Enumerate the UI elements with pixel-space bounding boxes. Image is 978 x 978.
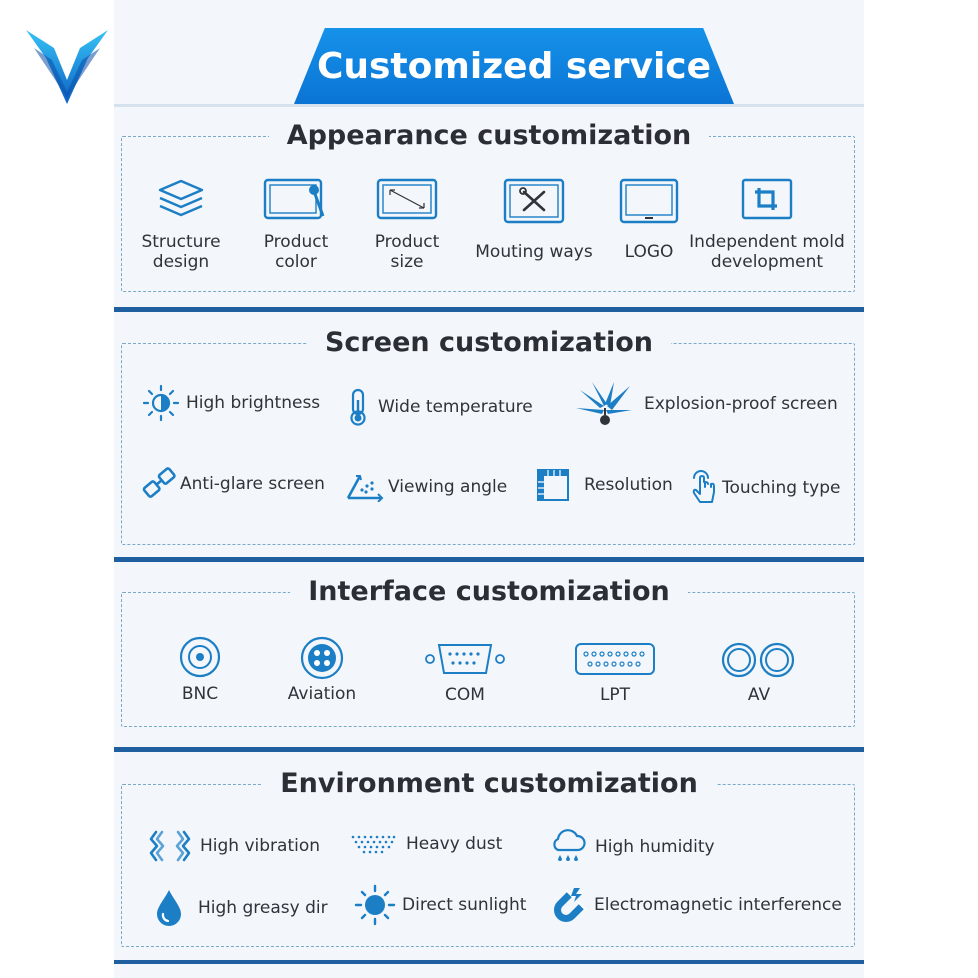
- bnc-connector-icon: [179, 636, 221, 678]
- section-divider-3: [114, 747, 864, 752]
- banner-underline: [114, 104, 864, 107]
- screen-item-viewing: Viewing angle: [344, 472, 507, 502]
- section-divider-1: [114, 307, 864, 312]
- banner-title: Customized service: [294, 28, 734, 104]
- sun-icon: [142, 384, 180, 422]
- rain-cloud-icon: [553, 829, 586, 861]
- screen-item-antiglare: Anti-glare screen: [142, 466, 325, 502]
- section-divider-2: [114, 557, 864, 562]
- interface-item-bnc: BNC: [170, 636, 230, 704]
- screen-panel: [121, 343, 855, 545]
- magnet-icon: [554, 888, 587, 922]
- explosion-icon: [576, 382, 632, 425]
- touch-hand-icon: [692, 470, 715, 503]
- mounting-tools-icon: [503, 178, 565, 224]
- interface-item-lpt: LPT: [570, 641, 660, 705]
- environment-item-dust: Heavy dust: [350, 834, 502, 854]
- environment-item-vibration: High vibration: [148, 830, 320, 862]
- appearance-item-mold: Independent mold development: [684, 178, 850, 272]
- appearance-item-color: Product color: [246, 178, 346, 272]
- aviation-connector-icon: [300, 636, 344, 680]
- screen-item-resolution: Resolution: [536, 468, 673, 502]
- screen-item-brightness: High brightness: [142, 384, 320, 422]
- layers-icon: [158, 179, 204, 217]
- glasses-icon: [142, 467, 176, 498]
- appearance-item-structure: Structure design: [131, 178, 231, 272]
- page-background: [114, 0, 864, 978]
- monitor-logo-icon: [619, 178, 679, 224]
- vibration-icon: [149, 830, 191, 862]
- environment-title: Environment customization: [0, 767, 978, 801]
- oil-drop-icon: [157, 890, 181, 926]
- appearance-item-size: Product size: [357, 178, 457, 272]
- screen-item-explosion: Explosion-proof screen: [574, 380, 838, 428]
- section-divider-4: [114, 960, 864, 964]
- interface-item-av: AV: [714, 641, 804, 705]
- lpt-port-icon: [575, 643, 655, 675]
- screen-item-temperature: Wide temperature: [344, 388, 533, 426]
- brand-logo: [24, 18, 110, 106]
- screen-item-touch: Touching type: [690, 470, 840, 506]
- screen-title: Screen customization: [0, 326, 978, 360]
- thermometer-icon: [350, 388, 366, 426]
- crop-mold-icon: [741, 178, 793, 220]
- environment-item-sunlight: Direct sunlight: [354, 884, 526, 926]
- environment-item-humidity: High humidity: [549, 828, 715, 866]
- interface-item-aviation: Aviation: [282, 636, 362, 704]
- resolution-icon: [537, 469, 569, 501]
- environment-item-greasy: High greasy dir: [154, 888, 328, 928]
- interface-title: Interface customization: [0, 575, 978, 609]
- appearance-item-mounting: Mouting ways: [470, 178, 598, 262]
- viewing-angle-icon: [346, 475, 384, 502]
- appearance-title: Appearance customization: [0, 119, 978, 153]
- com-port-icon: [425, 644, 505, 674]
- interface-item-com: COM: [420, 641, 510, 705]
- dust-icon: [351, 835, 396, 854]
- environment-item-electromagnetic: Electromagnetic interference: [548, 886, 842, 924]
- appearance-item-logo: LOGO: [603, 178, 695, 262]
- tablet-resize-icon: [376, 178, 438, 220]
- tablet-paint-icon: [263, 178, 325, 220]
- sunlight-icon: [354, 884, 396, 926]
- av-connector-icon: [721, 642, 795, 678]
